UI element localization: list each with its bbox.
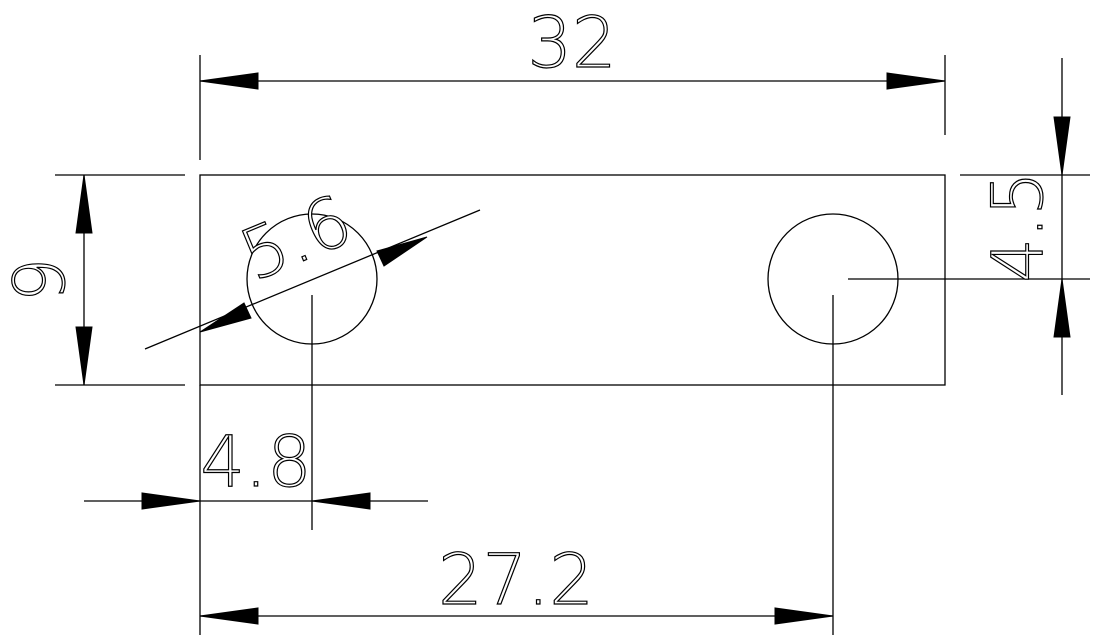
arrowhead	[376, 236, 428, 267]
arrowhead	[1053, 116, 1071, 176]
arrowhead	[75, 326, 93, 386]
dimension-line	[144, 209, 481, 350]
dimension-hole-spacing: 27.2	[199, 538, 834, 625]
arrowhead	[199, 72, 259, 90]
arrowhead	[311, 492, 371, 510]
arrowhead	[141, 492, 201, 510]
dimension-label: 27.2	[438, 539, 594, 621]
plate-outline	[199, 174, 946, 386]
dimension-label: 9	[0, 258, 81, 303]
arrowhead	[75, 174, 93, 234]
dimension-label: 4.5	[977, 171, 1059, 282]
dimension-height: 9	[0, 174, 185, 386]
dimension-label: 4.8	[200, 421, 311, 503]
dimension-label: 5.6	[229, 179, 363, 297]
arrowhead	[774, 607, 834, 625]
dimension-label: 32	[527, 2, 616, 84]
arrowhead	[199, 302, 252, 333]
dimension-overall-length: 32	[199, 1, 946, 160]
arrowhead	[199, 607, 259, 625]
arrowhead	[886, 72, 946, 90]
arrowhead	[1053, 278, 1071, 338]
dimension-hole-offset-x: 4.8	[84, 385, 428, 635]
dimension-hole-offset-y: 4.5	[960, 58, 1090, 395]
